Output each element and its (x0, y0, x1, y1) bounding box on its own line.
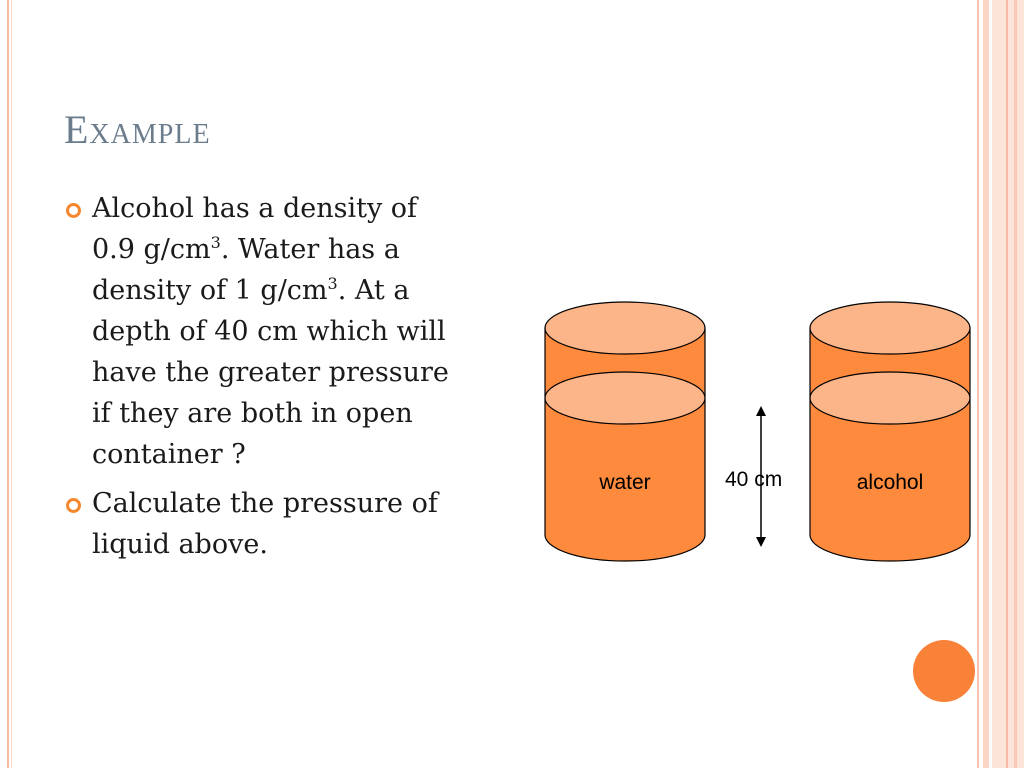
depth-arrow: 40 cm (725, 406, 782, 547)
water-surface (544, 371, 706, 425)
bullet-list: Alcohol has a density of 0.9 g/cm3. Wate… (64, 188, 459, 573)
right-band-line-2 (983, 0, 989, 768)
bullet-item-task: Calculate the pressure of liquid above. (64, 483, 459, 565)
bullet-text-part: Alcohol has a density of 0.9 g/cm (92, 193, 418, 265)
alcohol-container: alcohol (809, 301, 971, 562)
superscript-cubed: 3 (210, 233, 221, 252)
water-container-top (544, 301, 706, 355)
left-border-line (7, 0, 9, 768)
bullet-text-part: . Water has a density of 1 g/cm (92, 234, 400, 306)
depth-arrow-head-up (756, 406, 766, 416)
alcohol-container-top (809, 301, 971, 355)
right-band-line-3 (1006, 0, 1008, 768)
right-band-line-4 (1014, 0, 1017, 768)
superscript-cubed: 3 (327, 274, 338, 293)
water-container: water (544, 301, 706, 562)
right-decorative-band (992, 0, 1024, 768)
alcohol-label: alcohol (857, 471, 924, 494)
accent-circle (913, 640, 975, 702)
depth-label: 40 cm (725, 468, 782, 491)
bullet-circle-icon (66, 203, 81, 218)
alcohol-container-body (809, 327, 971, 562)
right-band-line-1 (977, 0, 979, 768)
water-container-body (544, 327, 706, 562)
bullet-circle-icon (66, 498, 81, 513)
left-border-line-inner (11, 0, 12, 768)
bullet-text: Calculate the pressure of liquid above. (92, 488, 438, 560)
alcohol-surface (809, 371, 971, 425)
depth-arrow-head-down (756, 537, 766, 547)
water-label: water (598, 471, 650, 494)
slide-title: Example (64, 107, 211, 152)
bullet-item-question: Alcohol has a density of 0.9 g/cm3. Wate… (64, 188, 459, 475)
bullet-text-part: . At a depth of 40 cm which will have th… (92, 275, 449, 470)
